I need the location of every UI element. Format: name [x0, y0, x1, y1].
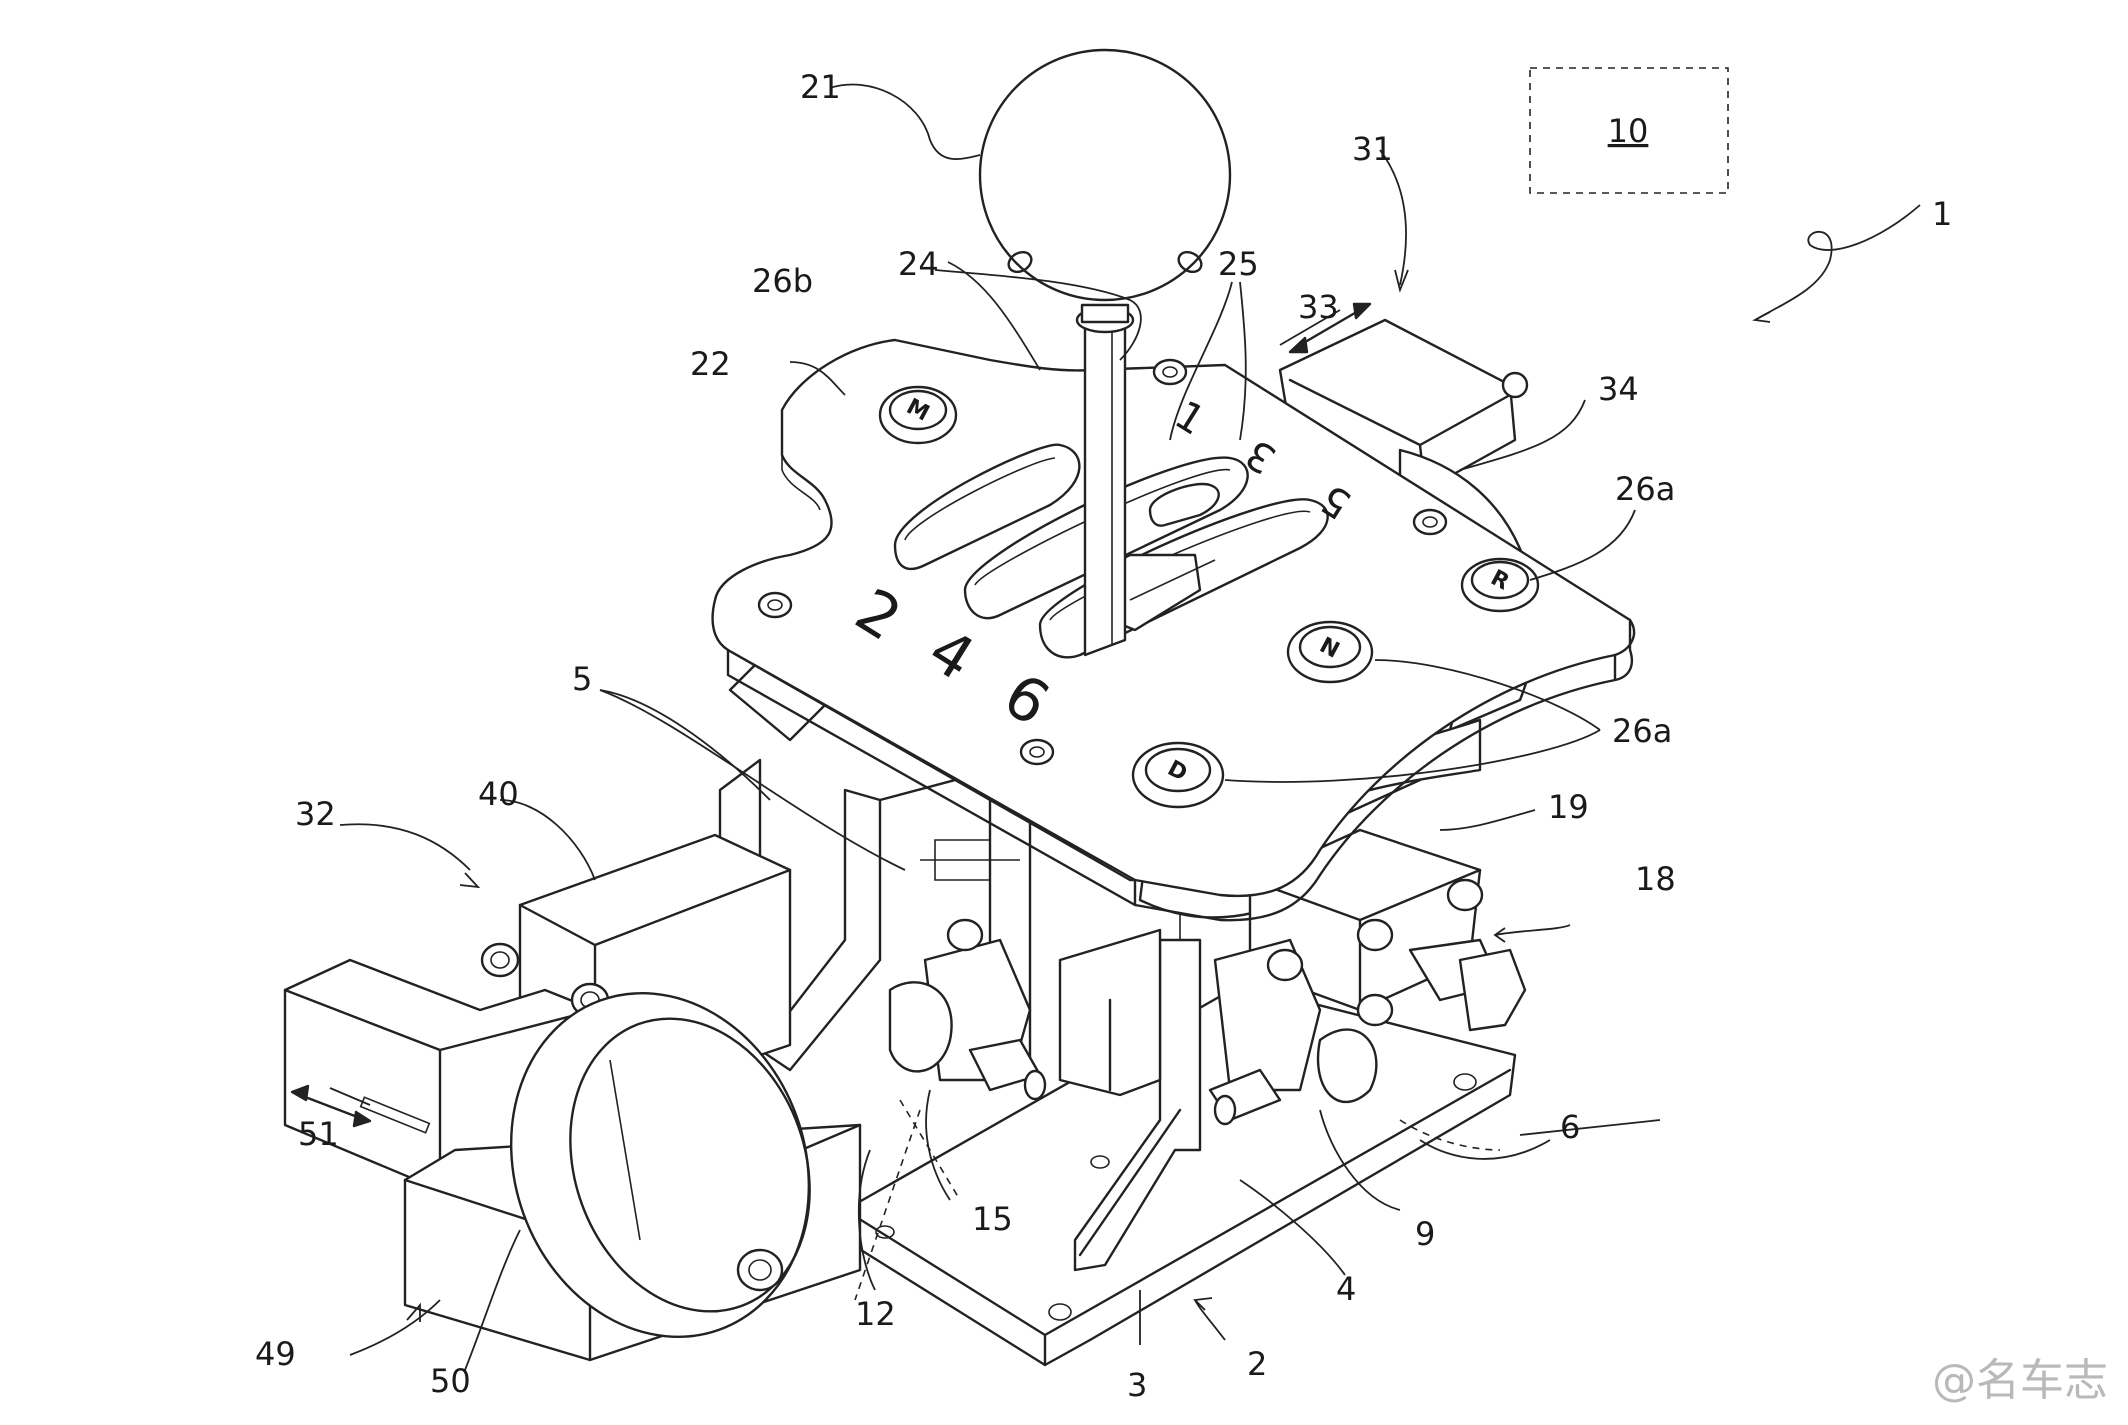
left-actuator [283, 833, 862, 1362]
label-26a-bottom: 26a [1612, 712, 1672, 750]
label-49: 49 [255, 1335, 296, 1373]
plate-screws [757, 358, 1448, 766]
leader-lines [329, 83, 1921, 1371]
label-40: 40 [478, 775, 519, 813]
label-9: 9 [1415, 1215, 1435, 1253]
label-31: 31 [1352, 130, 1393, 168]
label-34: 34 [1598, 370, 1639, 408]
label-32: 32 [295, 795, 336, 833]
label-24: 24 [898, 245, 939, 283]
callout-labels: 21 24 25 26b 22 31 33 34 26a 26a 1 19 18… [255, 68, 1952, 1404]
button-m: M [878, 385, 958, 445]
label-15: 15 [972, 1200, 1013, 1238]
button-r: R [1460, 557, 1540, 613]
label-21: 21 [800, 68, 841, 106]
shift-lever [978, 48, 1232, 657]
label-5: 5 [572, 660, 592, 698]
box-10: 10 [1529, 67, 1729, 194]
button-n: N [1286, 620, 1374, 684]
label-26a-top: 26a [1615, 470, 1675, 508]
watermark-text: @名车志 [1932, 1355, 2108, 1406]
label-2: 2 [1247, 1345, 1267, 1383]
label-22: 22 [690, 345, 731, 383]
dashed-lines [854, 1099, 1501, 1301]
label-26b: 26b [752, 262, 813, 300]
label-18: 18 [1635, 860, 1676, 898]
label-12: 12 [855, 1295, 896, 1333]
button-d: D [1131, 741, 1225, 809]
label-50: 50 [430, 1362, 471, 1400]
label-6: 6 [1560, 1108, 1580, 1146]
label-10: 10 [1608, 112, 1649, 150]
label-25: 25 [1218, 245, 1259, 283]
label-3: 3 [1127, 1366, 1147, 1404]
label-4: 4 [1336, 1270, 1356, 1308]
label-51: 51 [298, 1115, 339, 1153]
label-19: 19 [1548, 788, 1589, 826]
label-1: 1 [1932, 195, 1952, 233]
label-33: 33 [1298, 288, 1339, 326]
direction-arrows [290, 269, 1571, 1322]
